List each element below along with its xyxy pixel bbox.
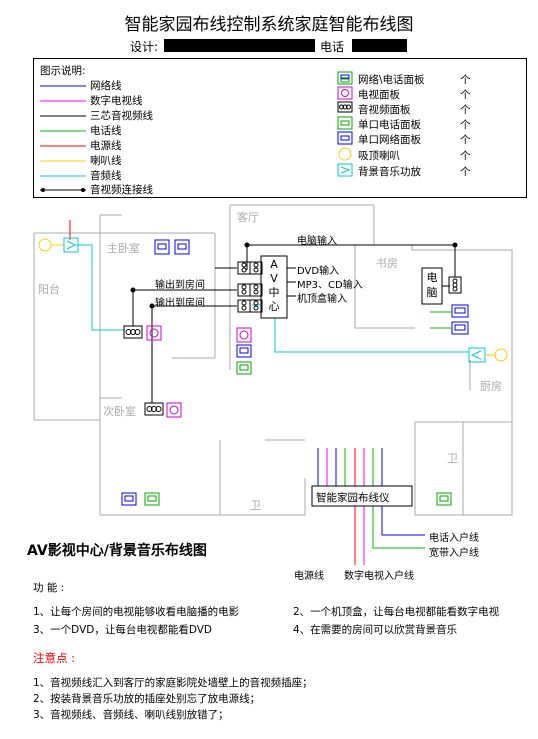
legend-panel-unit: 个 [460, 119, 471, 131]
computer-label: 电脑 [426, 271, 438, 299]
broadband-entry-label: 宽带入户线 [429, 548, 479, 559]
room-study: 书房 [376, 257, 398, 270]
legend-panel-label: 吸顶喇叭 [358, 150, 400, 162]
floorplan-walls [33, 204, 513, 516]
stb-input-label: 机顶盒输入 [297, 294, 347, 305]
ceiling-speaker-icon [38, 238, 52, 252]
phone-label: 电话 [320, 40, 345, 54]
function-item: 1、让每个房间的电视能够收看电脑播的电影 [33, 606, 240, 618]
legend-line-label: 网络线 [90, 80, 122, 92]
dtv-entry-label: 数字电视入户线 [344, 571, 414, 582]
out-to-room-label: 输出到房间 [155, 298, 205, 309]
room-balcony: 阳台 [38, 283, 60, 296]
ceiling-speaker-icon [338, 147, 352, 161]
distributor-box [311, 485, 413, 507]
phone-panel-icon [436, 492, 452, 506]
network-phone-panel-icon [451, 321, 469, 335]
page-title: 智能家园布线控制系统家庭智能布线图 [124, 15, 414, 35]
room-living: 客厅 [237, 211, 259, 224]
network-phone-panel-icon [154, 239, 170, 255]
legend-line-label: 三芯音视频线 [90, 110, 153, 122]
network-phone-panel-icon [451, 304, 469, 318]
phone-panel-icon [144, 492, 160, 506]
av-panel-icon [123, 325, 143, 339]
legend-panel-unit: 个 [460, 104, 471, 116]
room-bath: 卫 [447, 452, 458, 465]
dvd-input-label: DVD输入 [297, 266, 340, 277]
notes-heading: 注意点 : [33, 651, 76, 665]
legend-line-label: 电源线 [90, 140, 122, 152]
legend-line-label: 数字电视线 [90, 95, 143, 107]
legend-panel-label: 背景音乐功放 [358, 166, 421, 178]
legend-panel-unit: 个 [460, 134, 471, 146]
legend-panel-label: 电视面板 [358, 89, 400, 101]
legend-line-label: 音视频连接线 [90, 184, 153, 196]
av-panel-icon [337, 101, 353, 113]
note-item: 3、音视频线、音频线、喇叭线别放错了； [33, 709, 229, 721]
room-master: 主卧室 [107, 242, 140, 255]
legend-panel-label: 单口网络面板 [358, 134, 421, 146]
network-panel-icon [236, 344, 252, 358]
section-title: AV影视中心/背景音乐布线图 [27, 543, 207, 559]
legend-panel-unit: 个 [460, 89, 471, 101]
designer-label: 设计: [130, 40, 159, 54]
legend-swatches [40, 85, 86, 192]
functions-heading: 功 能 : [33, 582, 65, 594]
bgm-amplifier-icon [63, 237, 79, 253]
computer-input-label: 电脑输入 [297, 236, 337, 247]
phone-panel-icon [337, 116, 353, 130]
legend-panel-unit: 个 [460, 150, 471, 162]
entry-lines [317, 448, 425, 565]
ceiling-speaker-icon [494, 348, 508, 362]
out-to-room-label: 输出到房间 [155, 280, 205, 291]
distributor-label: 智能家园布线仪 [316, 492, 390, 504]
legend-line-label: 喇叭线 [90, 155, 122, 167]
note-item: 2、按装背景音乐功放的插座处别忘了放电源线； [33, 693, 261, 705]
av-center-box [260, 255, 288, 319]
tv-panel-icon [337, 86, 353, 100]
room-kitchen: 厨房 [480, 380, 502, 393]
legend-panel-label: 单口电话面板 [358, 119, 421, 131]
legend-heading: 图示说明: [40, 65, 86, 77]
network-panel-icon [337, 131, 353, 145]
bgm-amplifier-icon [468, 347, 486, 363]
network-phone-panel-icon [337, 71, 353, 85]
legend-box [33, 58, 527, 198]
legend-panel-unit: 个 [460, 166, 471, 178]
speaker-lines [51, 244, 496, 356]
tv-panel-icon [236, 327, 252, 343]
network-panel-icon [121, 492, 137, 506]
tv-panel-icon [166, 402, 182, 418]
legend-panel-label: 网络\电话面板 [358, 74, 425, 86]
tv-panel-icon [146, 325, 162, 341]
room-second: 次卧室 [103, 405, 136, 418]
legend-panel-label: 音视频面板 [358, 104, 411, 116]
function-item: 3、一个DVD，让每台电视都能看DVD [33, 624, 213, 636]
tv-panel-icon [174, 239, 190, 255]
room-bath: 卫 [250, 499, 261, 512]
phone-panel-icon [236, 361, 252, 375]
legend-line-label: 电话线 [90, 125, 122, 137]
mp3-input-label: MP3、CD输入 [297, 280, 363, 291]
legend-line-label: 音频线 [90, 170, 122, 182]
av-panel-icon [448, 276, 462, 294]
phone-entry-label: 电话入户线 [429, 533, 479, 544]
designer-redaction [164, 39, 315, 52]
bgm-amplifier-icon [337, 163, 353, 177]
power-line-label: 电源线 [294, 571, 324, 582]
av-panel-icon [144, 402, 164, 416]
av-center-label: AV中心 [268, 258, 280, 313]
note-item: 1、音视频线汇入到客厅的家庭影院处墙壁上的音视频插座； [33, 677, 313, 689]
av-lines [130, 242, 458, 403]
phone-redaction [352, 39, 407, 52]
legend-panel-unit: 个 [460, 74, 471, 86]
function-item: 4、在需要的房间可以欣赏背景音乐 [293, 624, 458, 636]
function-item: 2、一个机顶盒，让每台电视都能看数字电视 [293, 606, 500, 618]
av-center-jacks [237, 261, 263, 313]
